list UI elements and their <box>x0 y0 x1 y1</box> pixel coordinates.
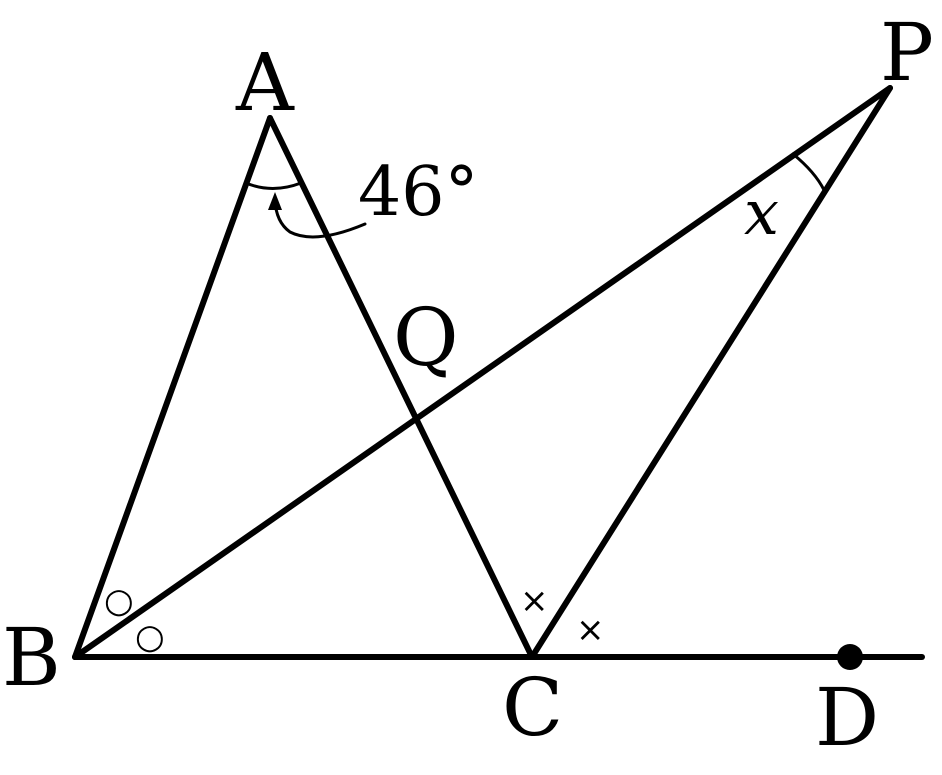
angle-A-arc <box>244 181 303 190</box>
angle-label-A: 46° <box>358 153 479 232</box>
point-D-dot <box>837 644 863 670</box>
angle-A-arrowhead <box>268 192 282 210</box>
angle-mark-C-right: × <box>576 610 605 650</box>
angle-mark-C-left: × <box>520 581 549 621</box>
point-label-A: A <box>235 36 295 129</box>
point-label-P: P <box>880 6 934 99</box>
angle-label-P: x <box>744 176 779 249</box>
point-label-Q: Q <box>393 291 459 384</box>
angle-P-arc <box>791 152 826 192</box>
angle-mark-B-upper: ○ <box>104 581 134 621</box>
segment-AB <box>72 115 273 660</box>
segment-CP <box>529 85 893 660</box>
angle-A-leader <box>273 198 367 239</box>
point-label-D: D <box>815 671 879 764</box>
point-label-B: B <box>2 611 61 704</box>
point-label-C: C <box>502 661 563 754</box>
segment-AC <box>267 115 535 660</box>
segment-BP <box>72 85 893 660</box>
angle-mark-B-lower: ○ <box>135 617 165 657</box>
